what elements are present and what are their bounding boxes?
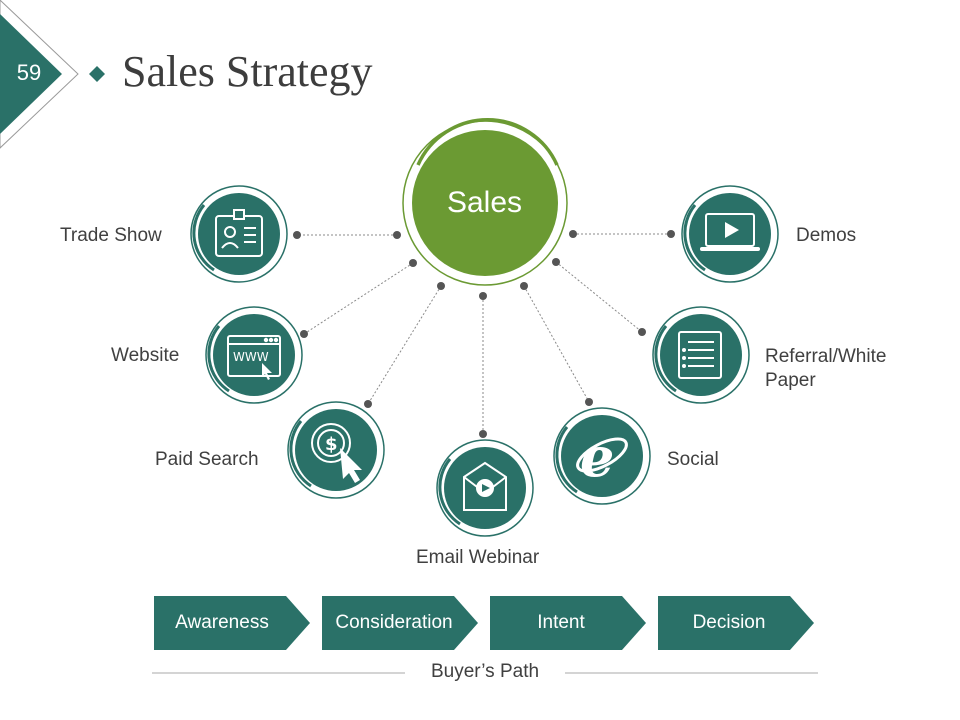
connector-website <box>303 262 414 335</box>
step-awareness: Awareness <box>175 612 269 633</box>
step-awareness-shape <box>154 596 310 650</box>
label-paid-search: Paid Search <box>155 449 259 470</box>
page-number: 59 <box>16 60 42 85</box>
label-referral-line-1: Referral/White <box>765 346 887 367</box>
node-website: WWW <box>205 306 303 404</box>
label-trade-show: Trade Show <box>60 225 162 246</box>
label-referral-line-2: Paper <box>765 370 816 391</box>
internet-explorer-icon: e <box>576 425 628 489</box>
node-paid-search: $ <box>287 401 385 499</box>
step-consideration: Consideration <box>335 612 453 633</box>
step-decision-shape <box>658 596 814 650</box>
sales-label: Sales <box>446 186 523 219</box>
label-social: Social <box>667 449 719 470</box>
laptop-play-icon <box>700 213 760 251</box>
node-email-webinar <box>436 439 534 537</box>
sales-node <box>402 118 568 286</box>
step-decision: Decision <box>692 612 766 633</box>
node-social: e <box>553 407 651 505</box>
label-demos: Demos <box>796 225 857 246</box>
node-demos <box>681 185 779 283</box>
label-referral: Referral/White Paper <box>765 345 886 393</box>
email-video-icon <box>463 461 507 511</box>
page-badge <box>0 0 105 149</box>
id-badge-icon <box>215 209 263 257</box>
browser-www-icon: WWW <box>227 335 281 380</box>
title-diamond-icon <box>89 66 105 82</box>
buyers-path-label: Buyer’s Path <box>430 661 540 682</box>
slide-title: Sales Strategy <box>122 47 373 96</box>
document-list-icon <box>678 331 722 379</box>
svg-text:$: $ <box>325 434 338 455</box>
dollar-cursor-icon: $ <box>311 423 362 483</box>
step-intent-shape <box>490 596 646 650</box>
label-website: Website <box>111 345 180 366</box>
svg-text:e: e <box>580 425 614 489</box>
step-consideration-shape <box>322 596 478 650</box>
node-trade-show <box>190 185 288 283</box>
svg-text:WWW: WWW <box>233 350 269 364</box>
label-email-webinar: Email Webinar <box>416 547 540 568</box>
connectors <box>297 233 671 434</box>
node-referral <box>652 306 750 404</box>
connector-dots <box>293 230 675 438</box>
connector-referral <box>555 261 643 333</box>
connector-social <box>523 285 590 403</box>
connector-paid-search <box>367 285 442 405</box>
buyers-path-chevrons <box>154 596 814 650</box>
step-intent: Intent <box>537 612 585 633</box>
